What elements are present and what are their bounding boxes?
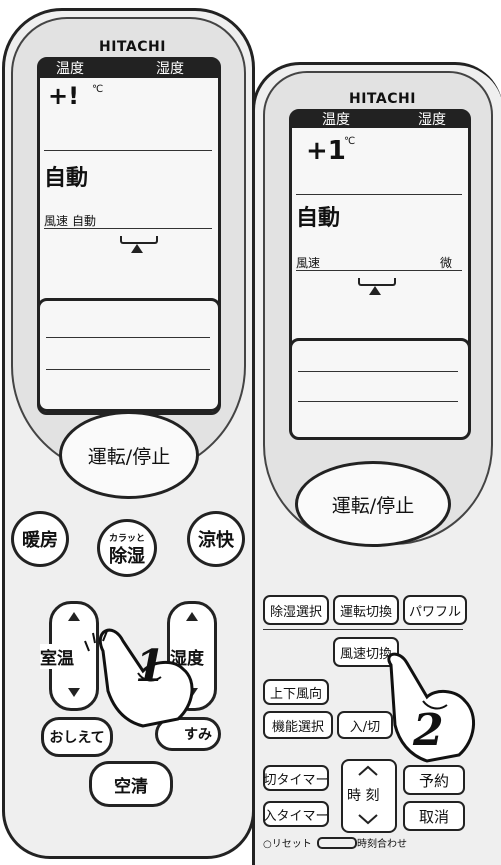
- pointing-hand-icon: [84, 628, 194, 728]
- lcd-sub-screen: [289, 338, 471, 440]
- time-label: 時 刻: [347, 788, 380, 804]
- lcd-temp-header: 温度: [56, 61, 84, 77]
- dehumid-select-button[interactable]: 除湿選択: [263, 595, 329, 625]
- vertical-flow-button[interactable]: 上下風向: [263, 679, 329, 705]
- lcd-divider: [298, 371, 458, 372]
- clock-set-label: 時刻合わせ: [357, 839, 407, 850]
- dehumid-sub-label: カラッと: [108, 534, 145, 544]
- step-number-2: 2: [413, 705, 444, 756]
- lcd-divider: [46, 369, 210, 370]
- lcd-divider: [296, 270, 462, 271]
- power-button[interactable]: パワフル: [403, 595, 467, 625]
- lcd-humidity-header: 湿度: [418, 112, 446, 128]
- lcd-divider: [44, 150, 212, 151]
- lcd-divider: [44, 228, 212, 229]
- off-timer-button[interactable]: 切タイマー: [263, 765, 329, 791]
- lcd-divider: [298, 401, 458, 402]
- fan-pointer-icon: [131, 244, 143, 253]
- dehumid-label: 除湿: [109, 546, 145, 567]
- lcd-unit: ℃: [344, 136, 356, 147]
- dehumid-button[interactable]: カラッと 除湿: [97, 519, 157, 577]
- lcd-fan-label: 風速: [44, 214, 69, 228]
- lcd-fan-label: 風速: [296, 256, 321, 270]
- room-temp-rocker[interactable]: 室温: [40, 601, 99, 711]
- time-adjust-button[interactable]: 時 刻: [341, 759, 397, 833]
- lcd-humidity-header: 湿度: [156, 61, 184, 77]
- lcd-sub-screen: [37, 298, 221, 412]
- remote-lid-right: HITACHI 温度 湿度 +1 ℃ 自動 風速 微 運転/停止: [263, 71, 493, 547]
- reserve-button[interactable]: 予約: [403, 765, 465, 795]
- heat-button[interactable]: 暖房: [11, 511, 69, 567]
- lcd-temp-header: 温度: [322, 112, 350, 128]
- function-select-button[interactable]: 機能選択: [263, 711, 333, 739]
- lcd-unit: ℃: [92, 84, 104, 95]
- fan-direction-icon: [358, 278, 396, 286]
- lcd-screen: 温度 湿度 +1 ℃ 自動 風速 微: [289, 109, 471, 440]
- air-clean-button[interactable]: 空清: [89, 761, 173, 807]
- mode-switch-button[interactable]: 運転切換: [333, 595, 399, 625]
- lcd-mode: 自動: [44, 166, 89, 191]
- run-stop-button[interactable]: 運転/停止: [59, 411, 199, 499]
- brand-logo: HITACHI: [99, 39, 166, 55]
- remote-lid-left: HITACHI 温度 湿度 +! ℃ 自動 風速 自動 運転/停止: [11, 17, 246, 499]
- cool-button[interactable]: 涼快: [187, 511, 245, 567]
- lcd-header: 温度 湿度: [292, 112, 468, 128]
- remote-control-right: HITACHI 温度 湿度 +1 ℃ 自動 風速 微 運転/停止 除湿選択 運転…: [252, 62, 501, 865]
- lcd-divider: [296, 194, 462, 195]
- lcd-mode: 自動: [296, 206, 341, 231]
- arrow-up-icon[interactable]: [186, 612, 198, 621]
- lcd-fan-value: 自動: [72, 214, 97, 228]
- chevron-up-icon[interactable]: [357, 765, 379, 777]
- run-stop-button[interactable]: 運転/停止: [295, 461, 451, 547]
- panel-divider: [263, 629, 463, 630]
- lcd-screen: 温度 湿度 +! ℃ 自動 風速 自動: [37, 57, 221, 415]
- chevron-down-icon[interactable]: [357, 813, 379, 825]
- cancel-button[interactable]: 取消: [403, 801, 465, 831]
- fan-pointer-icon: [369, 286, 381, 295]
- reset-label[interactable]: ○リセット: [263, 839, 312, 850]
- remote-control-left: HITACHI 温度 湿度 +! ℃ 自動 風速 自動 運転/停止 暖房 カラッ…: [2, 8, 255, 859]
- lcd-temp-value: +!: [48, 82, 80, 110]
- lcd-divider: [46, 337, 210, 338]
- on-timer-button[interactable]: 入タイマー: [263, 801, 329, 827]
- fan-direction-icon: [120, 236, 158, 244]
- oshiete-button[interactable]: おしえて: [41, 717, 113, 757]
- arrow-up-icon[interactable]: [68, 612, 80, 621]
- arrow-down-icon[interactable]: [68, 688, 80, 697]
- lcd-fan-value: 微: [440, 256, 453, 270]
- brand-logo: HITACHI: [349, 91, 416, 107]
- lcd-header: 温度 湿度: [40, 60, 218, 78]
- step-number-1: 1: [135, 641, 166, 692]
- room-temp-label: 室温: [40, 644, 74, 669]
- clock-set-button[interactable]: [317, 837, 357, 849]
- lcd-temp-value: +1: [306, 136, 346, 166]
- pointing-hand-icon: [387, 652, 476, 763]
- on-off-button[interactable]: 入/切: [337, 711, 393, 739]
